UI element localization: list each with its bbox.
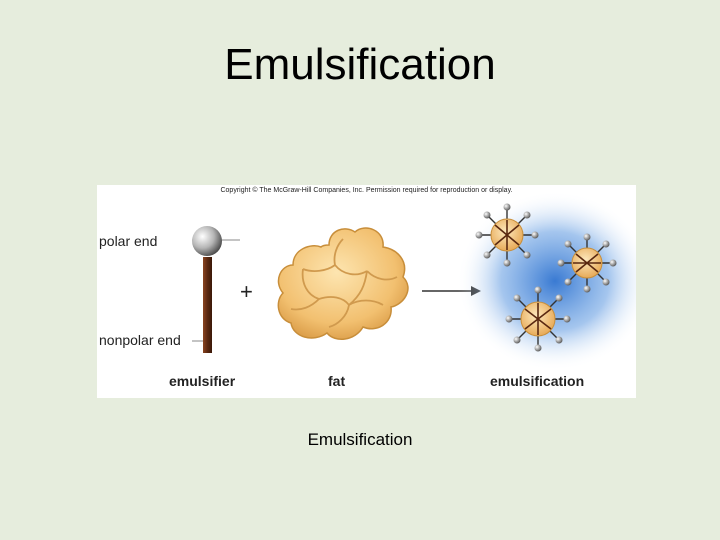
emulsifier-caption: emulsifier: [169, 373, 236, 389]
emulsification-figure: Copyright © The McGraw-Hill Companies, I…: [97, 185, 636, 398]
plus-sign: +: [240, 279, 253, 304]
emulsifier-molecule: [192, 226, 240, 353]
figure-illustration: [192, 191, 636, 371]
emulsified-droplet-3: [505, 286, 571, 352]
slide-caption: Emulsification: [307, 430, 413, 449]
nonpolar-end-label: nonpolar end: [99, 332, 181, 348]
copyright-notice: Copyright © The McGraw-Hill Companies, I…: [220, 187, 513, 194]
emulsified-droplet-2: [557, 233, 617, 293]
emulsification-caption: emulsification: [490, 373, 585, 389]
slide-title: Emulsification: [224, 40, 496, 89]
hydrophobic-tail: [203, 257, 212, 353]
emulsified-droplet-1: [475, 203, 539, 267]
polar-end-label: polar end: [99, 233, 158, 249]
fat-caption: fat: [328, 373, 346, 389]
hydrophilic-head: [192, 226, 222, 256]
fat-globule: [277, 227, 409, 340]
